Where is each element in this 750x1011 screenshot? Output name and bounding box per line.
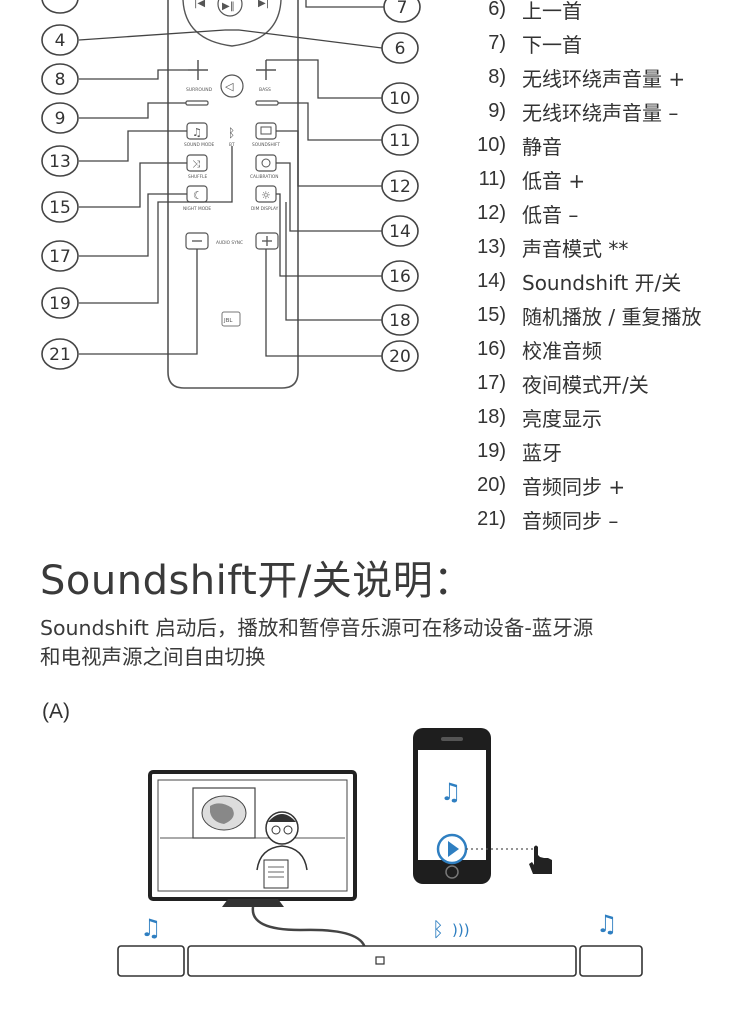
legend-item: 7)下一首 (488, 31, 582, 57)
svg-text:▶‖: ▶‖ (222, 1, 235, 12)
nav-pad (182, 0, 282, 47)
legend-item: 9)无线环绕声音量 – (488, 99, 679, 125)
svg-text:SOUNDSHIFT: SOUNDSHIFT (252, 142, 280, 148)
button-legend: 6)上一首 7)下一首 8)无线环绕声音量 + 9)无线环绕声音量 – 10)静… (442, 0, 742, 536)
legend-item: 21)音频同步 – (477, 507, 619, 533)
svg-text:◁: ◁ (225, 80, 234, 93)
legend-item: 19)蓝牙 (477, 439, 562, 465)
callout-8: 8 (55, 70, 66, 90)
bluetooth-icon: ᛒ (432, 917, 444, 941)
callout-10: 10 (389, 89, 411, 109)
section-description: Soundshift 启动后，播放和暂停音乐源可在移动设备-蓝牙源 和电视声源之… (40, 614, 730, 672)
callout-14: 14 (389, 222, 411, 242)
svg-text:SURROUND: SURROUND (186, 87, 213, 93)
callout-circles (41, 0, 421, 372)
mute-icon: ◁ (220, 74, 244, 98)
callout-7: 7 (397, 0, 408, 18)
callout-21: 21 (49, 345, 71, 365)
audio-sync-plus-icon (255, 232, 279, 250)
next-icon: ▶| (258, 0, 269, 9)
callout-16: 16 (389, 267, 411, 287)
svg-text:NIGHT MODE: NIGHT MODE (183, 206, 211, 212)
bluetooth-icon: ᛒ (228, 126, 235, 140)
svg-text:SHUFFLE: SHUFFLE (188, 174, 207, 180)
callout-18: 18 (389, 311, 411, 331)
figure-label: (A) (42, 700, 70, 723)
soundshift-illustration: ♫ ᛒ ))) ♫ ♫ (0, 700, 750, 1007)
callout-11: 11 (389, 131, 411, 151)
svg-text:SOUND MODE: SOUND MODE (184, 142, 215, 148)
legend-item: 16)校准音频 (477, 337, 602, 363)
soundbar-illustration (117, 945, 643, 977)
hdmi-cable (251, 906, 367, 949)
surround-plus-icon (188, 60, 208, 80)
remote-diagram: ▶‖ |◀ ▶| SURROUND ◁ BASS ♫ SOUND MODE ᛒ … (0, 0, 430, 400)
bass-plus-icon (256, 60, 276, 80)
legend-item: 14)Soundshift 开/关 (477, 269, 682, 295)
previous-icon: |◀ (194, 0, 205, 9)
callout-4: 4 (55, 31, 66, 51)
svg-text:♫: ♫ (192, 126, 202, 139)
legend-item: 13)声音模式 ** (477, 235, 629, 261)
tv-illustration (148, 770, 357, 907)
legend-item: 11)低音 + (478, 167, 586, 193)
legend-item: 6)上一首 (488, 0, 582, 23)
legend-item: 8)无线环绕声音量 + (488, 65, 686, 91)
phone-illustration: ♫ (413, 728, 533, 884)
description-line: 和电视声源之间自由切换 (40, 645, 266, 669)
hand-cursor-icon (529, 845, 552, 874)
svg-text:DIM DISPLAY: DIM DISPLAY (251, 206, 279, 212)
legend-item: 20)音频同步 + (477, 473, 626, 499)
callout-9: 9 (55, 109, 66, 129)
right-music-note-icon: ♫ (596, 910, 618, 938)
left-music-note-icon: ♫ (140, 914, 162, 942)
legend-item: 15)随机播放 / 重复播放 (477, 303, 702, 329)
music-note-icon: ♫ (440, 778, 462, 806)
soundbar-button-icon (375, 956, 385, 965)
callout-6: 6 (395, 39, 406, 59)
section-title: Soundshift开/关说明： (40, 558, 474, 604)
svg-text:BT: BT (229, 142, 235, 148)
legend-item: 12)低音 – (477, 201, 579, 227)
legend-item: 10)静音 (477, 133, 562, 159)
description-line: Soundshift 启动后，播放和暂停音乐源可在移动设备-蓝牙源 (40, 616, 594, 640)
svg-text:☼: ☼ (261, 189, 271, 202)
remote-brand-logo: JBL (223, 318, 233, 324)
svg-text:AUDIO SYNC: AUDIO SYNC (216, 240, 243, 246)
callout-19: 19 (49, 294, 71, 314)
wireless-signal-icon: ))) (452, 921, 470, 939)
callout-15: 15 (49, 198, 71, 218)
svg-text:BASS: BASS (259, 87, 271, 93)
play-pause-icon (217, 0, 243, 17)
callout-12: 12 (389, 177, 411, 197)
callout-13: 13 (49, 152, 71, 172)
legend-item: 17)夜间模式开/关 (477, 371, 649, 397)
svg-text:CALIBRATION: CALIBRATION (250, 174, 278, 180)
svg-text:☾: ☾ (193, 189, 203, 202)
callout-20: 20 (389, 347, 411, 367)
svg-text:⤨: ⤨ (192, 159, 200, 170)
legend-item: 18)亮度显示 (477, 405, 602, 431)
callout-17: 17 (49, 247, 71, 267)
